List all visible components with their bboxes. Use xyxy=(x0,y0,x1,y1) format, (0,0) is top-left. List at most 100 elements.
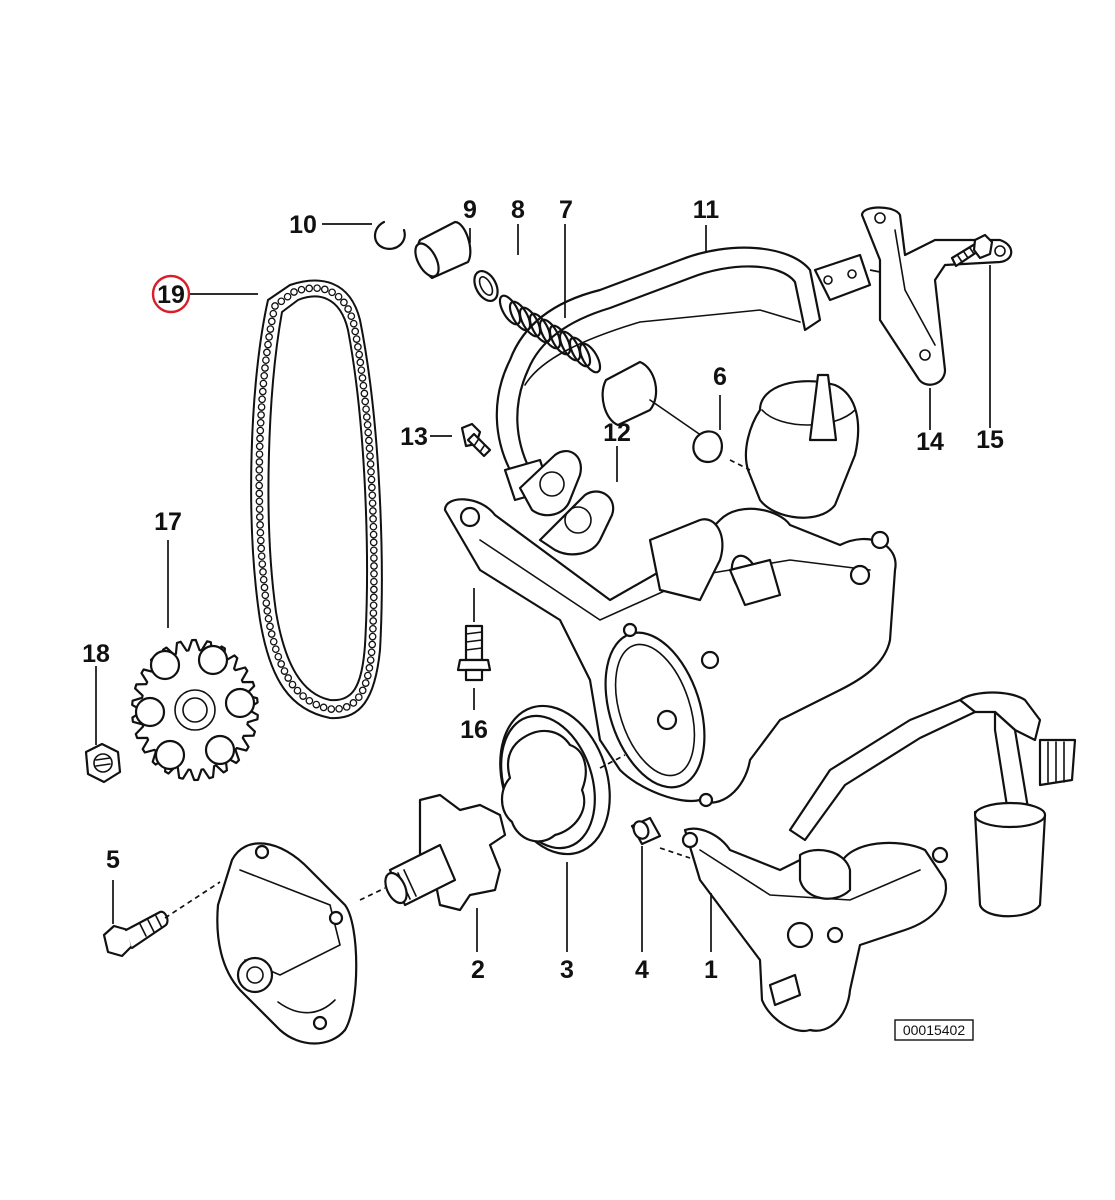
chain-link xyxy=(363,420,372,429)
callout-5: 5 xyxy=(106,846,120,874)
chain-link xyxy=(361,679,370,687)
chain-link xyxy=(320,285,329,294)
chain-link xyxy=(340,298,348,307)
callout-8: 8 xyxy=(511,196,525,224)
reference-number: 00015402 xyxy=(903,1022,966,1038)
chain-link xyxy=(265,333,273,341)
hex-nut xyxy=(84,742,122,784)
chain-link xyxy=(368,483,376,492)
chain-link xyxy=(267,317,276,326)
chain-link xyxy=(359,381,368,390)
chain-link xyxy=(370,554,378,562)
chain-link xyxy=(370,577,378,586)
chain-link xyxy=(349,699,358,707)
chain-link xyxy=(262,599,271,607)
callout-16: 16 xyxy=(460,716,488,744)
chain-link xyxy=(369,515,377,523)
chain-link xyxy=(370,585,378,594)
chain-link xyxy=(369,593,378,602)
chain-link xyxy=(255,513,264,521)
stud-bolt xyxy=(456,624,492,682)
chain-link xyxy=(354,693,363,702)
flange-gasket xyxy=(518,450,615,556)
chain-link xyxy=(255,442,264,451)
chain-link xyxy=(263,607,272,615)
callout-3: 3 xyxy=(560,956,574,984)
chain-link xyxy=(271,645,280,654)
chain-link xyxy=(368,491,377,500)
chain-link xyxy=(305,696,314,705)
chain-link xyxy=(255,497,264,506)
chain-link xyxy=(367,648,376,657)
chain-link xyxy=(369,609,378,617)
chain-link xyxy=(255,481,264,490)
chain-link xyxy=(354,343,362,351)
callout-1: 1 xyxy=(704,956,718,984)
chain-link xyxy=(283,292,292,301)
callout-10: 10 xyxy=(289,211,317,239)
chain-link xyxy=(319,703,328,712)
chain-link xyxy=(271,302,279,310)
chain-link xyxy=(258,387,267,396)
chain-link xyxy=(257,544,266,553)
highlight-ring xyxy=(151,274,191,314)
chain-link xyxy=(266,325,275,333)
chain-link xyxy=(347,312,356,321)
chain-link xyxy=(349,319,358,328)
chain-link xyxy=(256,521,264,529)
chain-link xyxy=(293,686,302,695)
callout-15: 15 xyxy=(976,426,1004,454)
chain-link xyxy=(256,536,265,545)
hex-bolt xyxy=(102,910,169,958)
chain-link xyxy=(260,371,269,380)
chain-link xyxy=(361,397,370,406)
dowel-sleeve xyxy=(630,816,662,846)
chain-link xyxy=(370,569,378,578)
drive-sprocket xyxy=(131,638,259,782)
chain-link xyxy=(290,288,298,296)
chain-link xyxy=(368,632,377,641)
chain-link xyxy=(369,538,378,547)
timing-chain xyxy=(250,279,383,720)
chain-link xyxy=(259,568,267,576)
chain-link xyxy=(369,546,378,555)
chain-link xyxy=(259,575,268,584)
chain-link xyxy=(264,340,272,349)
chain-link xyxy=(342,703,351,711)
chain-link xyxy=(335,704,343,713)
chain-link xyxy=(370,562,378,570)
chain-link xyxy=(366,656,375,664)
chain-link xyxy=(360,389,369,398)
chain-link xyxy=(368,499,377,508)
chain-link xyxy=(255,473,264,482)
chain-link xyxy=(288,680,297,689)
chain-link xyxy=(369,601,378,610)
reference-number-box: 00015402 xyxy=(894,1019,974,1041)
callout-2: 2 xyxy=(471,956,485,984)
chain-link xyxy=(369,624,377,633)
chain-link xyxy=(262,356,270,365)
chain-link xyxy=(358,374,367,382)
chain-link xyxy=(284,674,293,682)
chain-link xyxy=(362,405,370,414)
chain-link xyxy=(269,637,278,646)
chain-link xyxy=(256,434,264,443)
chain-link xyxy=(277,297,286,306)
callout-9: 9 xyxy=(463,196,477,224)
chain-link xyxy=(352,335,361,343)
chain-link xyxy=(299,692,307,700)
chain-link xyxy=(256,418,265,427)
chain-link xyxy=(263,348,271,357)
chain-link xyxy=(363,671,372,680)
chain-link xyxy=(312,700,321,709)
callout-17: 17 xyxy=(154,508,182,536)
chain-link xyxy=(258,395,266,404)
chain-link xyxy=(368,640,377,649)
chain-link xyxy=(280,667,289,675)
chain-link xyxy=(365,664,374,672)
chain-link xyxy=(328,288,336,297)
chain-link xyxy=(358,686,367,695)
chain-link xyxy=(274,652,283,661)
screw-15 xyxy=(950,233,994,268)
